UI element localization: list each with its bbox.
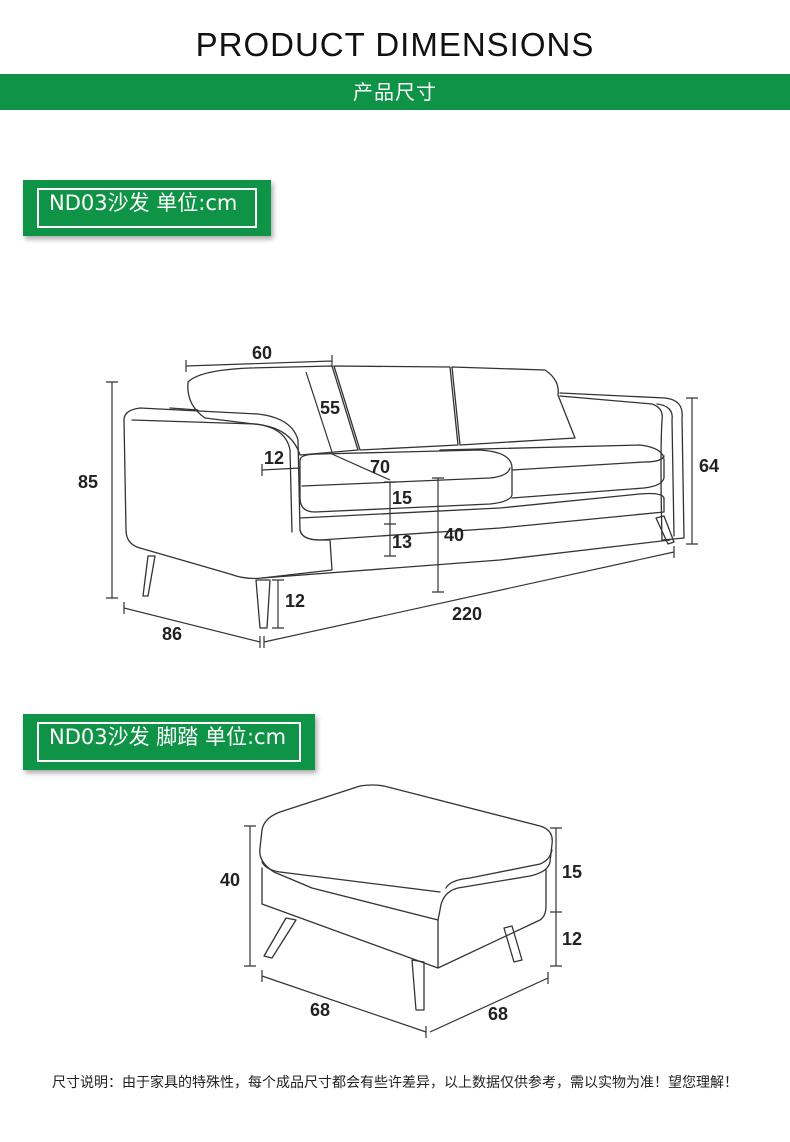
dim-arm-width: 12	[264, 448, 284, 468]
sofa-label: ND03沙发 单位:cm	[37, 188, 257, 228]
sofa-base-bottom	[261, 539, 671, 579]
sofa-left-arm-seam	[131, 419, 293, 533]
ottoman-label-box: ND03沙发 脚踏 单位:cm	[23, 714, 315, 770]
sofa-seat-cushion-left-piping	[301, 467, 511, 487]
ottoman-leg-left	[263, 917, 297, 959]
sofa-right-arm	[559, 392, 685, 541]
page-title: PRODUCT DIMENSIONS	[195, 26, 595, 63]
section-banner: 产品尺寸	[0, 74, 790, 110]
sofa-base-front	[299, 492, 665, 541]
sofa-leg-front-center	[255, 579, 271, 629]
dim-total-height: 85	[78, 472, 98, 492]
ottoman-cushion-piping	[261, 849, 553, 893]
ottoman-dim-leg: 12	[562, 929, 582, 949]
dim-base-thickness: 13	[392, 532, 412, 552]
sofa-back-cushion-middle	[333, 365, 459, 451]
ottoman-cushion-top	[259, 784, 553, 921]
sofa-back-cushion-right	[451, 366, 576, 446]
sofa-seat-cushion-right-piping	[511, 455, 665, 471]
sofa-label-box: ND03沙发 单位:cm	[23, 180, 271, 236]
dim-seat-height: 40	[444, 525, 464, 545]
ottoman-leg-right	[503, 925, 523, 963]
ottoman-dim-cushion: 15	[562, 862, 582, 882]
dim-cushion-width: 60	[252, 343, 272, 363]
ottoman-label: ND03沙发 脚踏 单位:cm	[37, 722, 301, 762]
dim-cushion-thickness: 15	[392, 488, 412, 508]
sofa-back-cushion-left	[187, 365, 359, 456]
ottoman-dim-width: 68	[310, 1000, 330, 1020]
ottoman-base	[261, 867, 547, 969]
ottoman-leg-front	[411, 959, 425, 1011]
sofa-seat-cushion-left	[299, 449, 513, 513]
sofa-left-arm	[123, 407, 333, 580]
sofa-leg-front-left	[142, 555, 156, 597]
dim-seat-depth: 70	[370, 457, 390, 477]
sofa-leg-front-right	[655, 515, 675, 545]
dim-depth: 86	[162, 624, 182, 644]
sofa-seat-cushion-right	[439, 444, 665, 499]
ottoman-dimension-lines	[244, 825, 562, 1038]
dim-length: 220	[452, 604, 482, 624]
ottoman-drawing	[259, 784, 553, 1011]
sofa-left-arm-top	[169, 407, 199, 411]
sofa-dimension-lines	[106, 355, 698, 648]
footer-note: 尺寸说明：由于家具的特殊性，每个成品尺寸都会有些许差异，以上数据仅供参考，需以实…	[52, 1075, 738, 1091]
sofa-drawing	[123, 365, 685, 629]
dim-back-height: 55	[320, 398, 340, 418]
ottoman-dim-height: 40	[220, 870, 240, 890]
ottoman-dim-depth: 68	[488, 1004, 508, 1024]
dim-leg-height: 12	[285, 591, 305, 611]
sofa-right-arm-seam	[656, 403, 675, 537]
dim-arm-height: 64	[699, 456, 719, 476]
